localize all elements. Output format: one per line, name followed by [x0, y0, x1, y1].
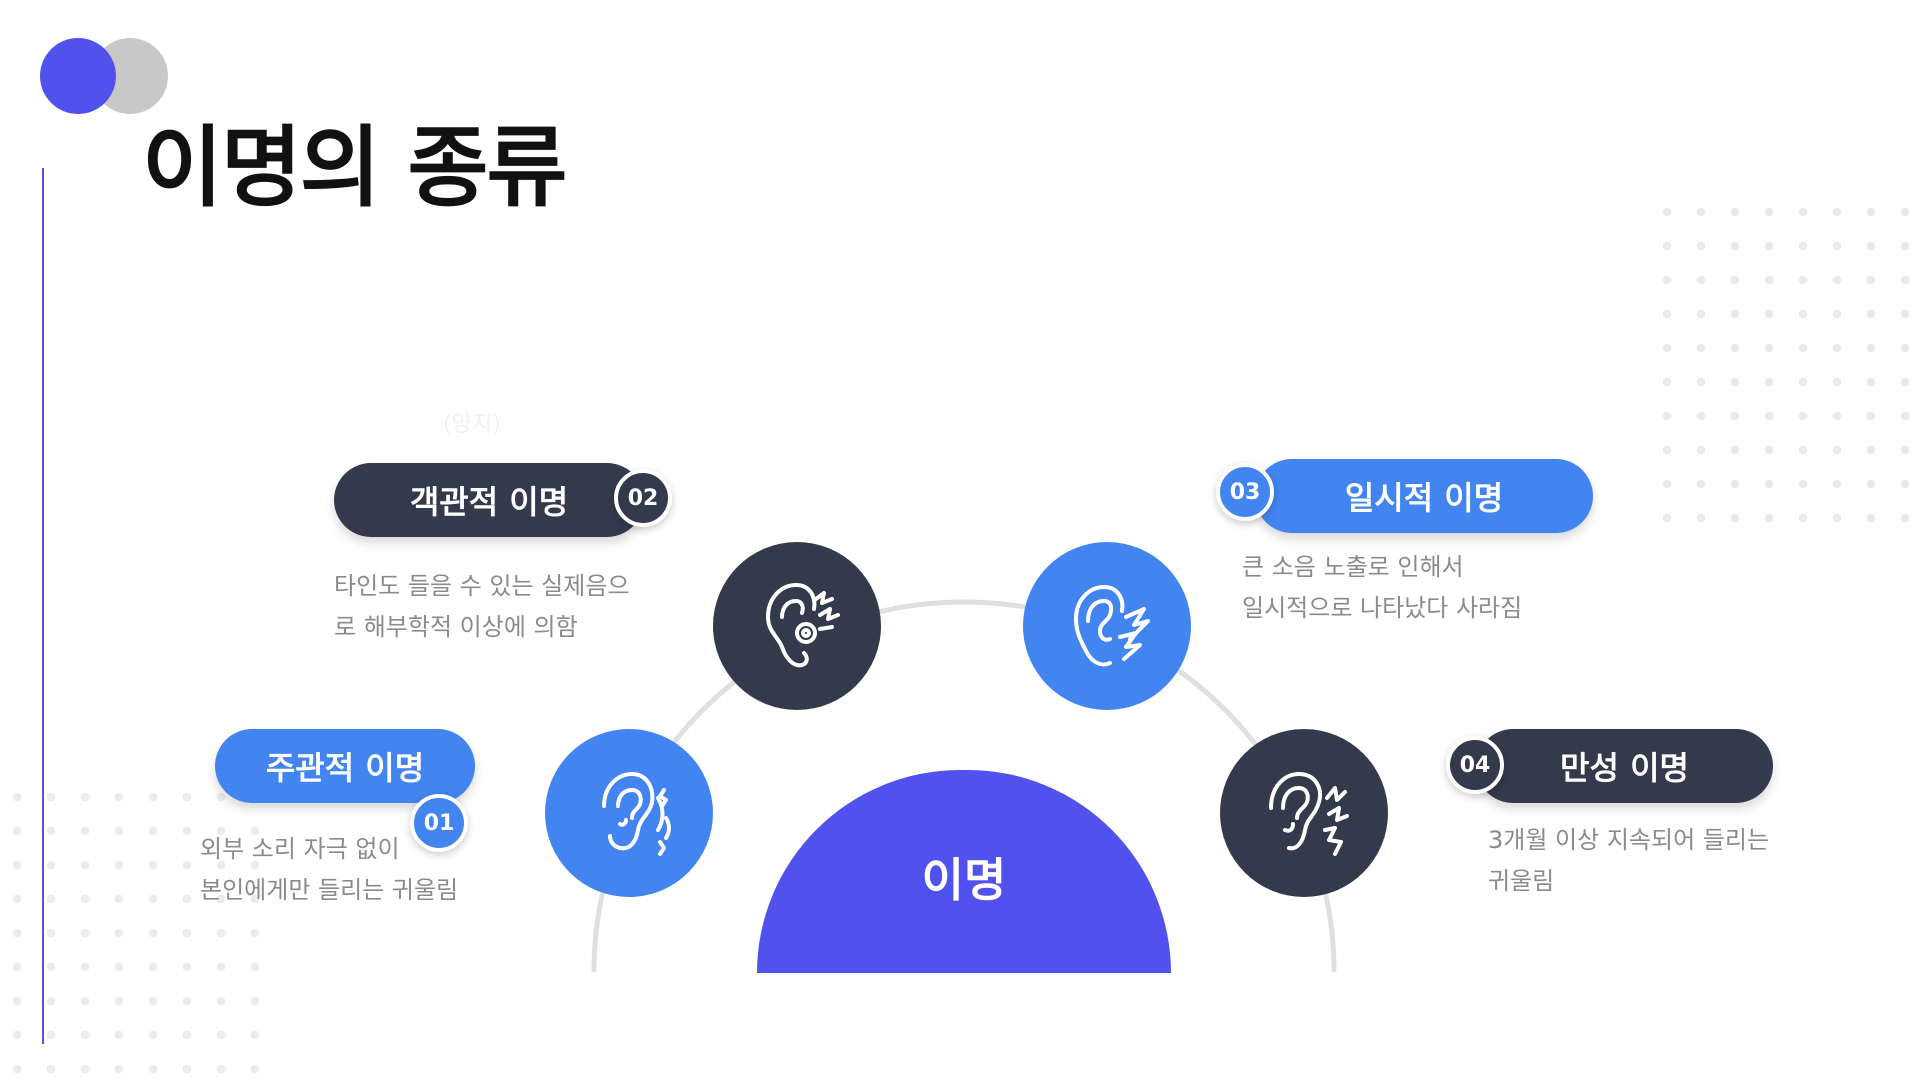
faint-watermark-text: (양지) — [443, 412, 501, 437]
page-title: 이명의 종류 — [142, 116, 567, 219]
ear-sound-waves-icon — [602, 772, 671, 856]
icon-circle-chronic — [1220, 729, 1388, 897]
decor-dot-pattern-left — [0, 780, 260, 1080]
badge-number-04: 04 — [1446, 736, 1504, 794]
pill-subjective-tinnitus[interactable]: 주관적 이명 — [215, 729, 475, 803]
ear-noise-icon — [766, 583, 840, 668]
desc-objective-tinnitus: 타인도 들을 수 있는 실제음으 로 해부학적 이상에 의함 — [334, 572, 630, 641]
ear-lightning-icon — [1074, 585, 1150, 667]
pill-label: 일시적 이명 — [1344, 479, 1504, 517]
pill-label: 객관적 이명 — [409, 483, 569, 521]
icon-circle-temporary — [1023, 542, 1191, 710]
badge-number-01: 01 — [410, 794, 468, 852]
icon-circle-subjective — [545, 729, 713, 897]
desc-temporary-tinnitus: 큰 소음 노출로 인해서 일시적으로 나타났다 사라짐 — [1242, 553, 1523, 622]
pill-label: 만성 이명 — [1560, 749, 1689, 787]
decor-circle-blue — [40, 38, 116, 114]
desc-subjective-tinnitus: 외부 소리 자극 없이 본인에게만 들리는 귀울림 — [200, 835, 459, 904]
badge-number-03: 03 — [1216, 463, 1274, 521]
pill-chronic-tinnitus[interactable]: 만성 이명 — [1476, 729, 1773, 803]
center-label: 이명 — [921, 852, 1007, 907]
decor-vertical-line — [42, 168, 44, 1044]
decor-dot-pattern-right — [1650, 195, 1910, 545]
pill-label: 주관적 이명 — [265, 749, 425, 787]
ear-zigzag-icon — [1269, 772, 1349, 856]
pill-objective-tinnitus[interactable]: 객관적 이명 — [334, 463, 644, 537]
desc-chronic-tinnitus: 3개월 이상 지속되어 들리는 귀울림 — [1488, 826, 1770, 895]
badge-number-02: 02 — [614, 469, 672, 527]
pill-temporary-tinnitus[interactable]: 일시적 이명 — [1255, 459, 1593, 533]
icon-circle-objective — [713, 542, 881, 710]
